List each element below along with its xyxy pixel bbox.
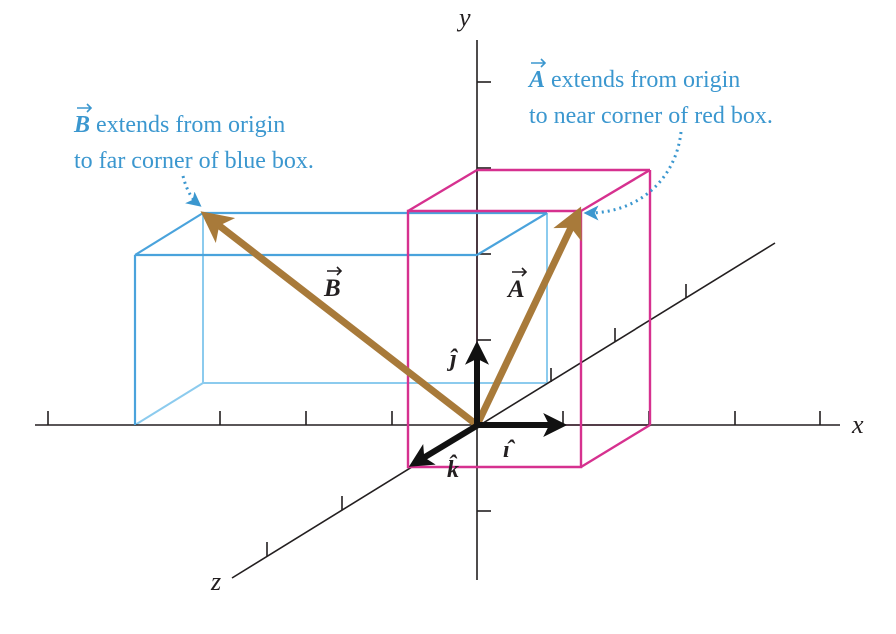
blue-box	[133, 211, 548, 425]
vector-b-symbol: B	[323, 275, 341, 302]
svg-text:A extends from origin: A extends from origin	[527, 67, 740, 93]
svg-text:B extends from origin: B extends from origin	[73, 112, 285, 138]
vector-b-accent-icon	[327, 266, 343, 276]
annotation-a-symbol: A	[527, 67, 545, 93]
annotation-a-line2: to near corner of red box.	[529, 103, 773, 129]
annotation-a-accent-icon	[531, 58, 547, 68]
y-axis-label: y	[456, 3, 471, 32]
unit-vector-k-arrow	[408, 422, 480, 467]
red-box-back-edges	[476, 170, 650, 426]
z-axis-label: z	[210, 567, 221, 596]
annotation-a-pointer	[583, 131, 683, 221]
vector-b-label: B	[323, 266, 343, 302]
x-axis-label: x	[851, 410, 864, 439]
vector-a-symbol: A	[506, 276, 525, 303]
red-box	[406, 168, 652, 469]
annotation-b-line2: to far corner of blue box.	[74, 148, 314, 174]
vector-a-arrow	[473, 206, 582, 427]
z-axis	[231, 242, 776, 579]
annotation-a-line1: extends from origin	[545, 67, 740, 93]
annotation-b-accent-icon	[77, 103, 93, 113]
unit-vector-k-label: k̂	[447, 455, 459, 483]
unit-vector-i-label: ı̂	[503, 437, 516, 463]
unit-vector-j-label: ĵ	[446, 346, 459, 372]
vector-b-arrow	[200, 211, 480, 428]
annotation-b-pointer	[181, 175, 202, 207]
blue-box-back-edges	[134, 213, 548, 426]
annotation-b-line1: extends from origin	[90, 112, 285, 138]
annotation-b: B extends from origin to far corner of b…	[73, 103, 314, 207]
vector-a-label: A	[506, 267, 528, 303]
vector-a-accent-icon	[512, 267, 528, 277]
annotation-b-symbol: B	[73, 112, 90, 138]
y-axis	[476, 40, 491, 580]
annotation-a: A extends from origin to near corner of …	[527, 58, 773, 221]
